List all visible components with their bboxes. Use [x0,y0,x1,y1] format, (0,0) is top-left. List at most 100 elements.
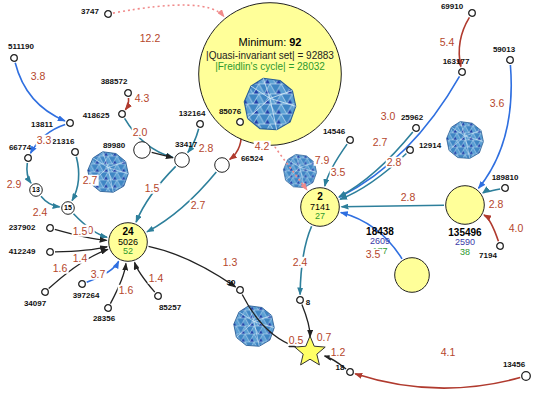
state-id: 30 [227,279,236,287]
state-id: 18438 [366,226,394,237]
transition-weight: 1.6 [52,263,69,274]
minimum-label: Minimum: [239,36,287,48]
state-text: 13 [32,186,40,193]
node-circle [79,281,86,288]
node-circle [62,202,75,215]
transition-arrow [302,305,310,337]
state-node: 66774 [24,154,32,162]
state-id: 237902 [9,224,36,232]
node-outline [394,257,430,293]
node-outline [506,56,514,64]
state-id: 59013 [493,46,515,54]
state-id: 163177 [443,58,470,66]
state-id: 189810 [492,174,519,182]
state-node: 135496259038 [445,185,485,225]
state-id: 15 [64,204,72,211]
state-id: 12914 [419,142,441,150]
node-circle [11,55,18,62]
state-text: 135496259038 [448,227,481,258]
state-id: 69910 [441,3,463,11]
state-id: 13456 [503,361,525,369]
node-circle [301,188,340,227]
node-outline [133,141,151,159]
state-id: 24 [118,227,138,238]
transition-weight: 1.3 [222,257,239,268]
node-circle [215,158,230,173]
set-size: |Quasi-invariant set| = 92883 [206,50,334,61]
state-id: 2 [310,192,330,203]
state-node: 15 [61,201,75,215]
node-circle [347,137,354,144]
node-circle [134,142,151,159]
node-circle [175,153,190,168]
node-circle [72,149,79,156]
transition-arrow [87,261,119,282]
node-outline [46,248,54,256]
cycle-size: |Freidlin's cycle| = 28032 [206,61,334,72]
transition-arrow [484,215,498,241]
node-outline [521,371,531,381]
node-outline [196,120,204,128]
state-node: 30 [236,286,244,294]
state-id: 14546 [323,128,345,136]
state-node: 34097 [41,288,49,296]
node-circle [522,372,531,381]
polyhedron [447,122,484,159]
transition-weight: 2.4 [32,207,49,218]
polyhedron [234,306,274,346]
node-circle [407,147,414,154]
node-outline [236,118,244,126]
state-id: 7194 [479,252,497,260]
transition-arrow [355,374,520,388]
state-value: 38 [448,248,481,258]
minimum-value: 92 [289,36,301,48]
node-circle [47,249,54,256]
state-node: 13456 [521,371,531,381]
node-circle [237,287,244,294]
transition-weight: 3.7 [90,269,107,280]
transition-weight: 2.9 [6,179,23,190]
state-value: 52 [118,247,138,256]
transition-weight: 1.5 [72,226,89,237]
transition-arrow [15,63,65,121]
node-circle [25,155,32,162]
state-id: 3747 [81,8,99,16]
state-node: 412249 [46,248,54,256]
state-node: 7194 [496,242,504,250]
state-node: 237902 [46,224,54,232]
transition-weight: 3.5 [330,167,347,178]
state-node: Minimum:92 |Quasi-invariant set| = 92883|… [198,2,342,146]
state-id: 135496 [448,227,481,238]
node-circle [446,186,485,225]
node-circle [197,121,204,128]
transition-weight: 0.7 [316,332,333,343]
state-node: 89980 [133,141,151,159]
state-node: 163177 [458,68,466,76]
node-outline [71,148,79,156]
transition-arrow [27,163,31,183]
node-circle [155,293,162,300]
node-circle [119,111,126,118]
state-id: 388572 [101,78,128,86]
state-id: 13811 [31,121,53,129]
state-value: 2590 [448,238,481,248]
node-circle [497,243,504,250]
state-id: 66524 [241,155,263,163]
state-text: 2714127 [310,192,330,221]
transition-weight: 7.9 [314,155,331,166]
state-node: 13811 [66,119,74,127]
state-id: 66774 [9,144,31,152]
transition-weight: 4.1 [440,347,457,358]
transition-arrow [125,118,173,157]
transition-weight: 2.8 [386,157,403,168]
state-id: 13 [32,186,40,193]
transition-weight: 3.8 [30,71,47,82]
node-outline [24,154,32,162]
state-node: 418625 [118,110,126,118]
node-outline [236,286,244,294]
node-outline [118,110,126,118]
state-id: 8 [306,299,310,307]
state-node: 25962 [412,124,420,132]
node-circle [42,289,49,296]
state-node: 388572 [124,89,132,97]
